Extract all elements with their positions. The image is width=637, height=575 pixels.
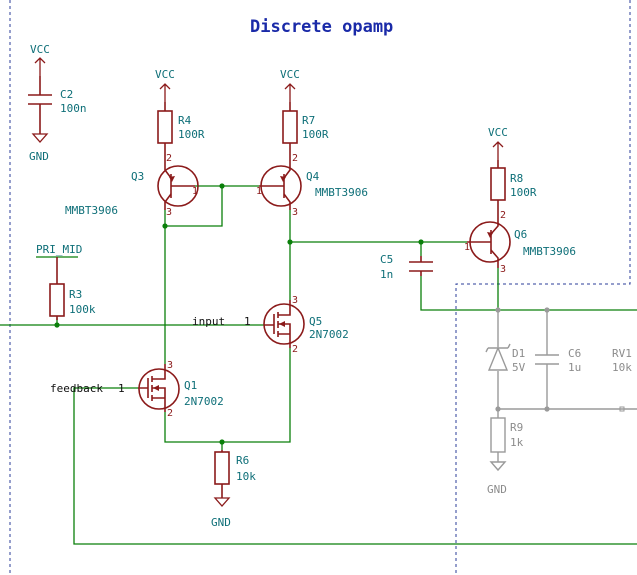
gnd-symbol-r9: GND [487, 461, 507, 496]
capacitor-c5: C5 1n [380, 253, 433, 281]
sheet-title: Discrete opamp [250, 17, 393, 37]
svg-text:100R: 100R [302, 128, 329, 141]
zener-diode-d1: D1 5V [485, 343, 526, 374]
svg-text:3: 3 [166, 207, 172, 218]
svg-text:2: 2 [500, 210, 506, 221]
svg-text:PRI_MID: PRI_MID [36, 243, 82, 256]
gnd-symbol-c2: GND [29, 133, 49, 163]
svg-text:VCC: VCC [30, 43, 50, 56]
svg-text:1u: 1u [568, 361, 581, 374]
svg-text:Q3: Q3 [131, 170, 144, 183]
gnd-symbol-r6: GND [211, 497, 231, 529]
svg-text:1n: 1n [380, 268, 393, 281]
capacitor-c2: C2 100n [28, 76, 87, 134]
svg-text:R7: R7 [302, 114, 315, 127]
svg-text:Q6: Q6 [514, 228, 527, 241]
svg-text:10k: 10k [612, 361, 632, 374]
svg-text:C6: C6 [568, 347, 581, 360]
svg-text:2: 2 [292, 153, 298, 164]
svg-text:Q4: Q4 [306, 170, 320, 183]
vcc-symbol-r8: VCC [488, 126, 508, 160]
resistor-r8: R8 100R [490, 160, 537, 218]
potentiometer-rv1: RV1 10k [612, 347, 632, 374]
resistor-r7: R7 100R [282, 102, 329, 162]
transistor-q4: 2 3 1 Q4 MMBT3906 [256, 153, 368, 218]
svg-text:2: 2 [167, 408, 173, 419]
svg-text:RV1: RV1 [612, 347, 632, 360]
resistor-r3: R3 100k [49, 257, 96, 320]
junctions [54, 183, 550, 445]
transistor-q1: 3 2 1 Q1 2N7002 [118, 360, 224, 419]
svg-text:R3: R3 [69, 288, 82, 301]
svg-text:1: 1 [464, 242, 470, 253]
svg-text:MMBT3906: MMBT3906 [523, 245, 576, 258]
svg-text:5V: 5V [512, 361, 526, 374]
net-label-input: input [192, 315, 225, 328]
svg-text:VCC: VCC [488, 126, 508, 139]
svg-text:R6: R6 [236, 454, 249, 467]
transistor-q5: 3 2 1 Q5 2N7002 [244, 295, 349, 355]
svg-text:MMBT3906: MMBT3906 [315, 186, 368, 199]
resistor-r6: R6 10k [214, 450, 256, 498]
svg-text:100R: 100R [178, 128, 205, 141]
svg-text:GND: GND [29, 150, 49, 163]
svg-text:feedback: feedback [50, 382, 103, 395]
transistor-q6: 2 3 1 Q6 MMBT3906 [464, 210, 576, 275]
wires [0, 185, 637, 545]
svg-text:VCC: VCC [155, 68, 175, 81]
vcc-symbol-r4: VCC [155, 68, 175, 102]
net-label-feedback: feedback [50, 382, 103, 395]
vcc-symbol-r7: VCC [280, 68, 300, 102]
svg-text:100k: 100k [69, 303, 96, 316]
svg-text:R8: R8 [510, 172, 523, 185]
svg-text:C2: C2 [60, 88, 73, 101]
svg-text:1: 1 [244, 315, 251, 328]
svg-text:3: 3 [292, 207, 298, 218]
dimmed-wires [497, 310, 637, 462]
svg-text:input: input [192, 315, 225, 328]
svg-text:GND: GND [211, 516, 231, 529]
capacitor-c6: C6 1u [535, 347, 581, 374]
svg-text:3: 3 [292, 295, 298, 306]
svg-text:C5: C5 [380, 253, 393, 266]
svg-text:R4: R4 [178, 114, 192, 127]
svg-text:Q1: Q1 [184, 379, 197, 392]
svg-text:100n: 100n [60, 102, 87, 115]
svg-text:Q5: Q5 [309, 315, 322, 328]
svg-text:2N7002: 2N7002 [184, 395, 224, 408]
svg-text:100R: 100R [510, 186, 537, 199]
svg-text:D1: D1 [512, 347, 525, 360]
net-label-pri-mid: PRI_MID [36, 243, 82, 258]
vcc-symbol-c2: VCC [30, 43, 50, 76]
svg-text:1: 1 [118, 382, 125, 395]
resistor-r9: R9 1k [490, 417, 524, 453]
svg-text:1: 1 [256, 186, 262, 197]
svg-text:VCC: VCC [280, 68, 300, 81]
svg-text:R9: R9 [510, 421, 523, 434]
svg-text:1k: 1k [510, 436, 524, 449]
transistor-q3: 2 3 1 Q3 MMBT3906 [65, 153, 199, 218]
svg-text:GND: GND [487, 483, 507, 496]
svg-text:3: 3 [167, 360, 173, 371]
sheet-border [9, 0, 631, 575]
svg-text:2: 2 [292, 344, 298, 355]
svg-text:2: 2 [166, 153, 172, 164]
svg-text:MMBT3906: MMBT3906 [65, 204, 118, 217]
svg-text:1: 1 [192, 186, 198, 197]
svg-text:3: 3 [500, 264, 506, 275]
svg-text:2N7002: 2N7002 [309, 328, 349, 341]
resistor-r4: R4 100R [157, 102, 205, 162]
svg-text:10k: 10k [236, 470, 256, 483]
